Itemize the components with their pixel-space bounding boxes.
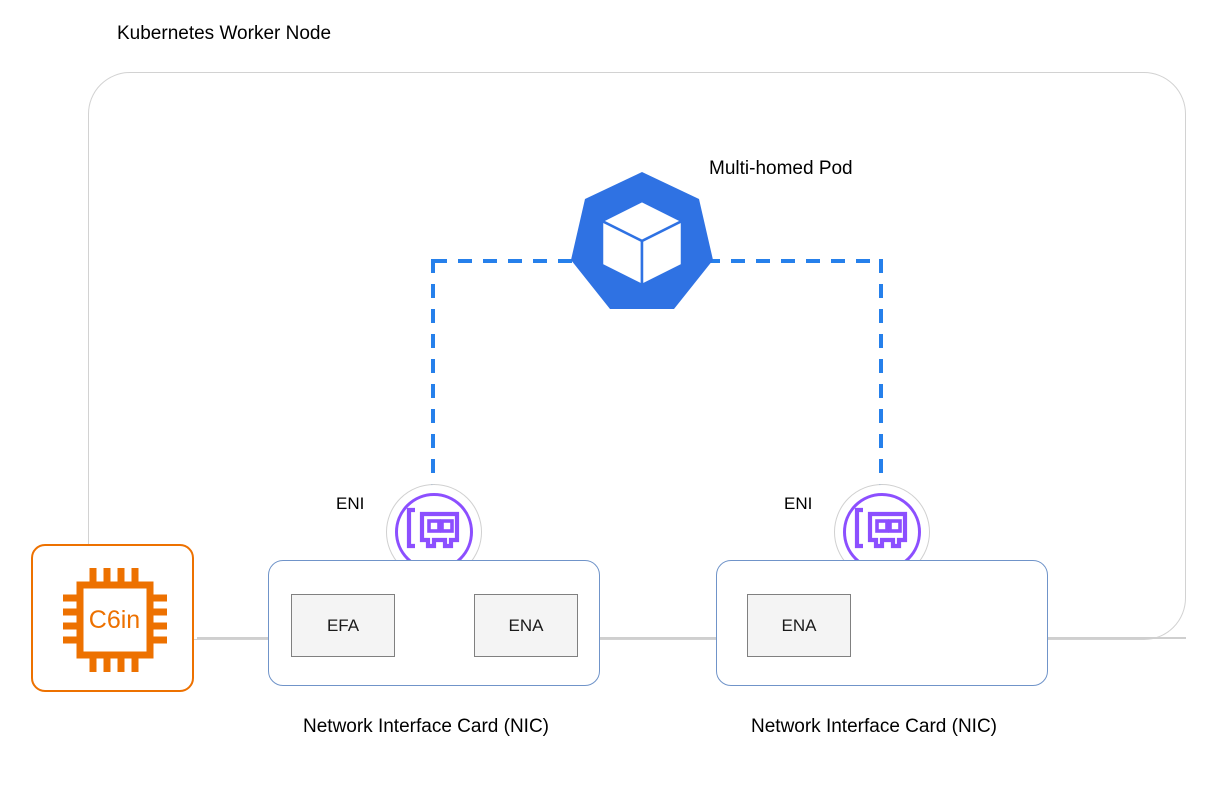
- nic-1-caption: Network Interface Card (NIC): [303, 716, 550, 737]
- nic-card-2[interactable]: ENA: [716, 560, 1048, 686]
- eni-label-2: ENI: [784, 494, 813, 513]
- nic-2-caption: Network Interface Card (NIC): [751, 716, 998, 737]
- nic-1-port-efa[interactable]: EFA: [291, 594, 395, 657]
- network-interface-card-icon-2: [854, 507, 908, 549]
- connector-nic-1-to-nic-2: [600, 637, 718, 639]
- connector-nic-2-to-node-edge: [1046, 637, 1186, 639]
- pod-label: Multi-homed Pod: [709, 158, 853, 179]
- kubernetes-logo-icon: [568, 168, 716, 316]
- nic-1-port-ena[interactable]: ENA: [474, 594, 578, 657]
- ec2-instance-c6in[interactable]: C6in: [31, 544, 194, 692]
- cpu-chip-icon: [63, 568, 167, 672]
- eni-label-1: ENI: [336, 494, 365, 513]
- network-interface-card-icon-1: [406, 507, 460, 549]
- worker-node-boundary: [88, 72, 1186, 640]
- connector-instance-to-nic-1: [197, 637, 269, 639]
- nic-2-port-ena[interactable]: ENA: [747, 594, 851, 657]
- worker-node-title: Kubernetes Worker Node: [117, 23, 332, 44]
- nic-card-1[interactable]: EFA ENA: [268, 560, 600, 686]
